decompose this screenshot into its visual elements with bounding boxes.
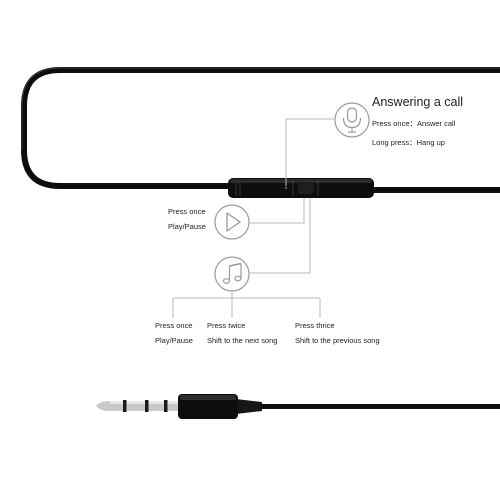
earphone-cable-loop-highlight xyxy=(21,67,500,150)
inline-remote-control xyxy=(228,178,374,198)
music-option-1-action: Press once xyxy=(155,321,193,330)
earphone-cable-loop xyxy=(21,67,500,189)
answer-call-title: Answering a call xyxy=(372,95,463,109)
music-option-2-action: Press twice xyxy=(207,321,245,330)
audio-jack-plug xyxy=(96,394,500,419)
music-option-3-result: Shift to the previous song xyxy=(295,336,380,345)
music-option-1-result: Play/Pause xyxy=(155,336,193,345)
answer-call-press-once: Press once：Answer call xyxy=(372,119,456,128)
microphone-icon xyxy=(334,102,370,138)
music-option-2-result: Shift to the next song xyxy=(207,336,277,345)
play-pause-label: Play/Pause xyxy=(168,222,206,231)
answer-call-long-press: Long press：Hang up xyxy=(372,138,445,147)
leader-lines xyxy=(172,118,334,318)
play-pause-press-once: Press once xyxy=(168,207,206,216)
music-option-3-action: Press thrice xyxy=(295,321,335,330)
play-icon xyxy=(214,204,250,240)
music-note-icon xyxy=(214,256,250,292)
